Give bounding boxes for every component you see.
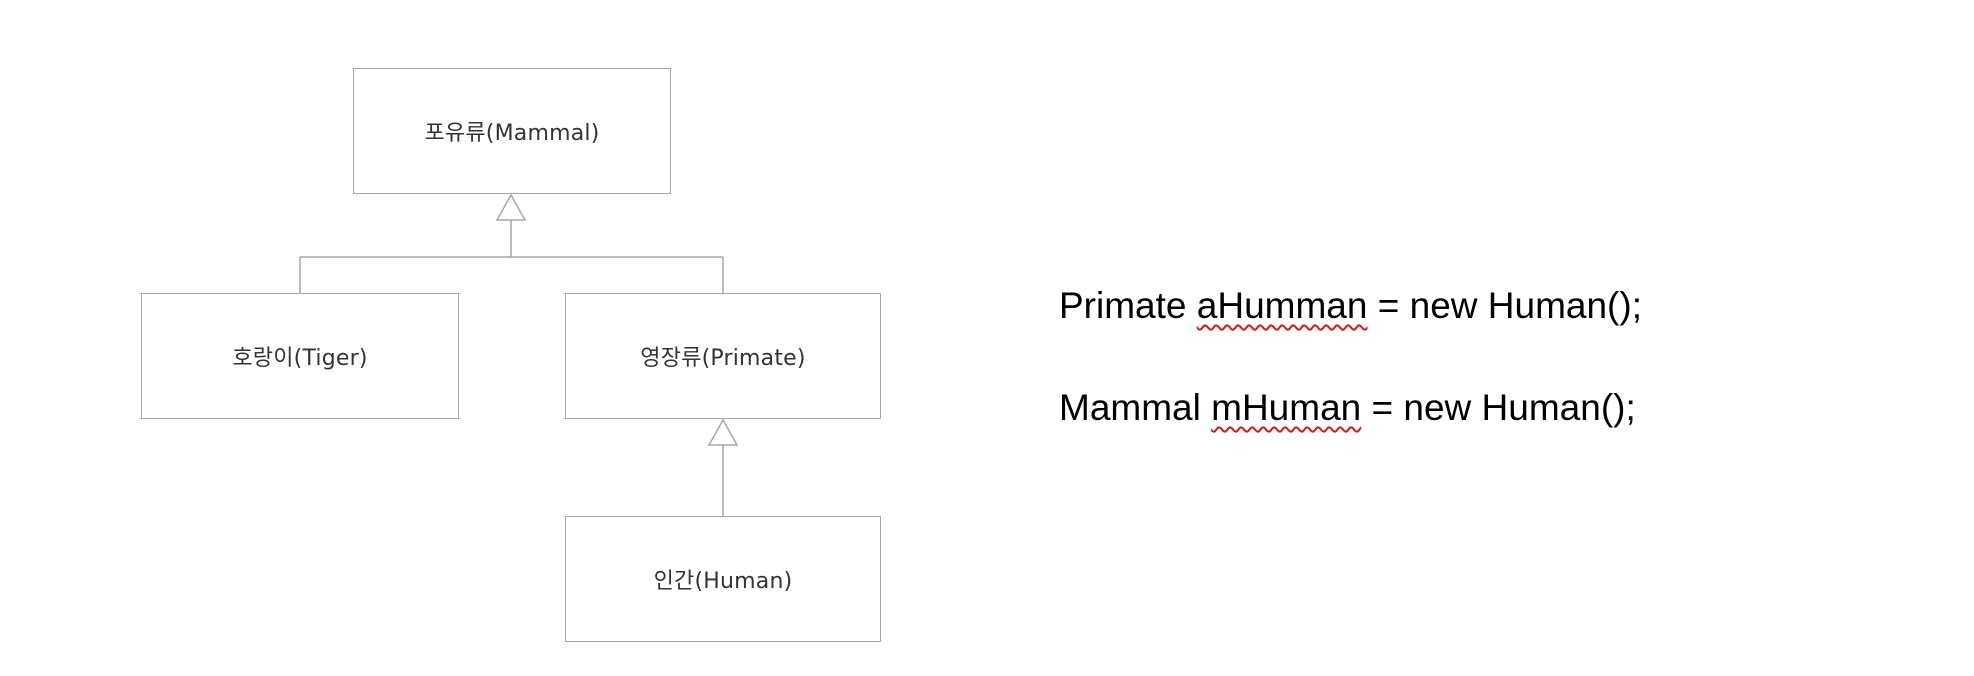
class-label-mammal: 포유류(Mammal) [424,121,600,146]
class-box-primate: 영장류(Primate) [565,293,881,419]
code-assignment-2: = new Human(); [1371,387,1636,428]
class-box-tiger: 호랑이(Tiger) [141,293,459,419]
inheritance-arrowhead-mammal [495,193,527,221]
code-line-primate: Primate aHumman = new Human(); [1059,285,1642,327]
code-var-mhuman: mHuman [1211,387,1362,428]
code-type-mammal: Mammal [1059,387,1201,428]
code-line-mammal: Mammal mHuman = new Human(); [1059,387,1636,429]
code-assignment-1: = new Human(); [1377,285,1642,326]
code-var-ahumman: aHumman [1196,285,1368,326]
class-label-primate: 영장류(Primate) [640,346,806,371]
inheritance-arrowhead-primate [707,418,739,446]
class-label-tiger: 호랑이(Tiger) [232,346,368,371]
class-box-mammal: 포유류(Mammal) [353,68,671,194]
code-type-primate: Primate [1059,285,1187,326]
class-box-human: 인간(Human) [565,516,881,642]
class-label-human: 인간(Human) [653,569,793,594]
